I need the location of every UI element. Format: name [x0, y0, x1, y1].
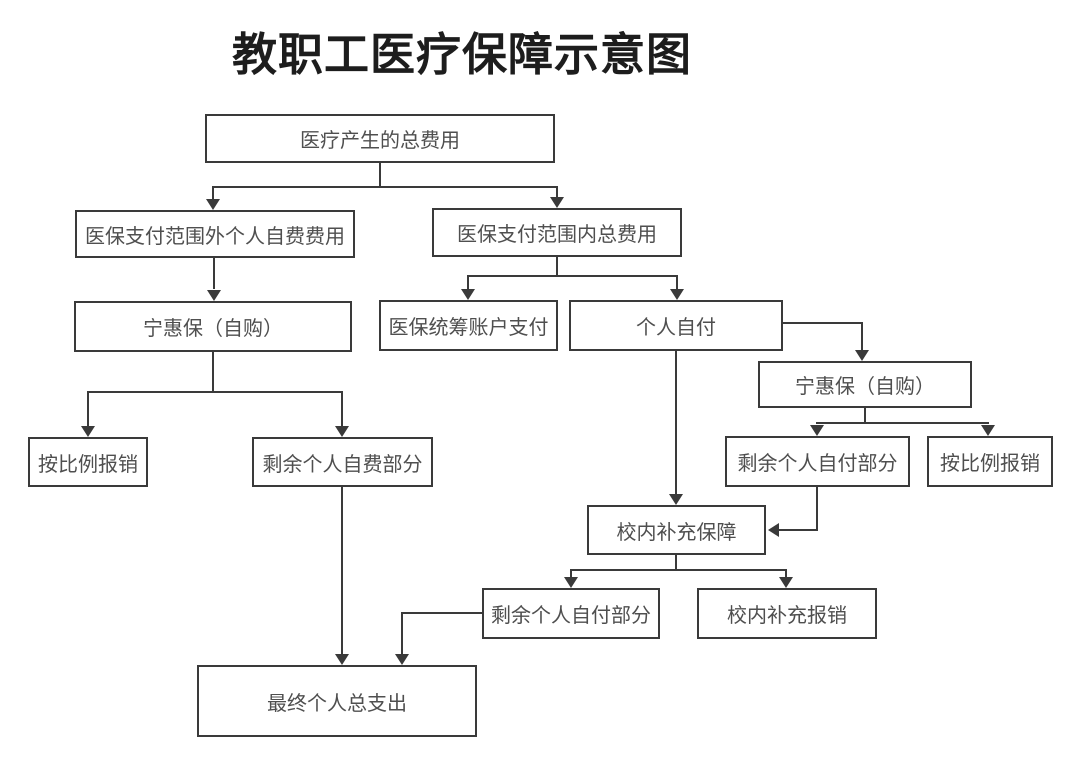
arrowhead-down — [669, 494, 683, 505]
node-proportional-reimb-left: 按比例报销 — [28, 437, 148, 487]
edge-segment — [212, 186, 214, 199]
node-proportional-reimb-right: 按比例报销 — [927, 436, 1053, 487]
node-personal-pay: 个人自付 — [569, 300, 783, 351]
edge-segment — [785, 569, 787, 578]
edge-segment — [87, 391, 89, 426]
edge-segment — [816, 422, 989, 424]
edge-segment — [570, 569, 787, 571]
edge-segment — [676, 275, 678, 289]
edge-segment — [467, 275, 678, 277]
arrowhead-down — [981, 425, 995, 436]
arrowhead-down — [564, 577, 578, 588]
edge-segment — [675, 555, 677, 571]
edge-segment — [816, 487, 818, 531]
arrowhead-down — [461, 289, 475, 300]
edge-segment — [556, 257, 558, 277]
edge-segment — [570, 569, 572, 578]
arrowhead-down — [810, 425, 824, 436]
node-remaining-self-fund-left: 剩余个人自费部分 — [252, 437, 433, 487]
edge-segment — [212, 352, 214, 393]
edge-segment — [861, 322, 863, 350]
arrowhead-down — [855, 350, 869, 361]
edge-segment — [213, 258, 215, 289]
node-remaining-self-pay-right: 剩余个人自付部分 — [725, 436, 910, 487]
node-campus-reimb: 校内补充报销 — [697, 588, 877, 639]
arrowhead-down — [206, 199, 220, 210]
arrowhead-down — [207, 290, 221, 301]
edge-segment — [556, 186, 558, 197]
edge-segment — [341, 487, 343, 655]
edge-segment — [401, 612, 403, 655]
edge-segment — [467, 275, 469, 289]
node-campus-supplement: 校内补充保障 — [587, 505, 766, 555]
node-pooled-account: 医保统筹账户支付 — [379, 300, 558, 351]
edge-segment — [379, 163, 381, 188]
edge-segment — [783, 322, 863, 324]
arrowhead-down — [335, 654, 349, 665]
node-total-cost: 医疗产生的总费用 — [205, 114, 555, 163]
node-out-of-scope-self-pay: 医保支付范围外个人自费费用 — [75, 210, 355, 258]
edge-segment — [779, 529, 818, 531]
arrowhead-down — [670, 289, 684, 300]
edge-segment — [341, 391, 343, 426]
arrowhead-down — [779, 577, 793, 588]
node-ninghuibao-right: 宁惠保（自购） — [758, 361, 972, 408]
node-ninghuibao-left: 宁惠保（自购） — [74, 301, 352, 352]
edge-segment — [87, 391, 343, 393]
node-remaining-self-pay-bottom: 剩余个人自付部分 — [482, 588, 660, 639]
edge-segment — [401, 612, 482, 614]
arrowhead-down — [81, 426, 95, 437]
node-in-scope-total: 医保支付范围内总费用 — [432, 208, 682, 257]
node-final-total: 最终个人总支出 — [197, 665, 477, 737]
arrowhead-down — [395, 654, 409, 665]
edge-segment — [212, 186, 558, 188]
diagram-title: 教职工医疗保障示意图 — [231, 29, 692, 80]
arrowhead-down — [550, 197, 564, 208]
edge-segment — [675, 351, 677, 494]
edge-segment — [864, 408, 866, 424]
arrowhead-left — [768, 523, 779, 537]
arrowhead-down — [335, 426, 349, 437]
